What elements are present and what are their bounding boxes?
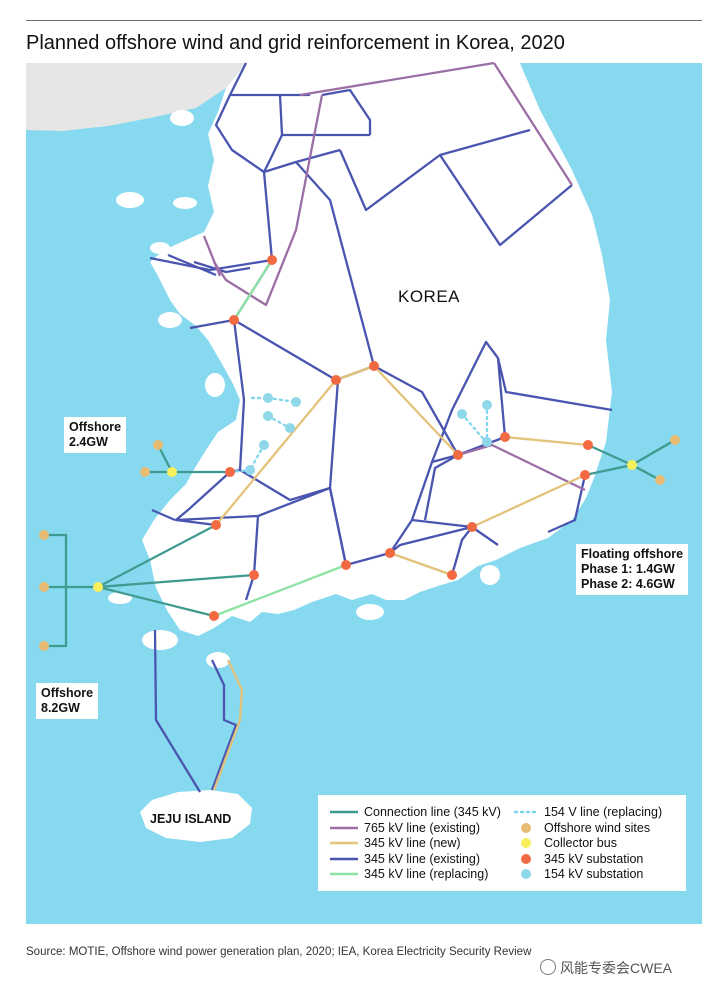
- island: [356, 604, 384, 620]
- legend-symbol-154kv-substation: [521, 869, 531, 879]
- legend-item-connection: Connection line (345 kV): [364, 805, 501, 819]
- legend-item-154kv-substation: 154 kV substation: [544, 867, 644, 881]
- legend-item-154kv-replacing: 154 V line (replacing): [544, 805, 663, 819]
- island: [142, 630, 178, 650]
- island: [205, 373, 225, 397]
- collector-buses: [93, 460, 637, 592]
- lines-connection: [44, 439, 676, 648]
- offshore-wind-sites: [39, 435, 680, 651]
- watermark: 风能专委会CWEA: [540, 958, 672, 978]
- island: [116, 192, 144, 208]
- island-label: JEJU ISLAND: [150, 812, 232, 826]
- island: [158, 312, 182, 328]
- top-rule: [26, 20, 702, 21]
- legend-symbol-345kv-substation: [521, 854, 531, 864]
- legend-item-345kv-substation: 345 kV substation: [544, 852, 644, 866]
- legend-item-345kv-replacing: 345 kV line (replacing): [364, 867, 489, 881]
- page-title: Planned offshore wind and grid reinforce…: [26, 32, 565, 54]
- jeju-island: [140, 790, 252, 842]
- offshore-west-line1: Offshore: [69, 420, 122, 434]
- wechat-icon: [540, 959, 556, 975]
- island: [173, 197, 197, 209]
- legend: Connection line (345 kV) 765 kV line (ex…: [318, 795, 686, 891]
- legend-symbol-collector-bus: [521, 838, 531, 848]
- floating-offshore-label: Floating offshore Phase 1: 1.4GW Phase 2…: [576, 544, 689, 595]
- legend-item-345kv-new: 345 kV line (new): [364, 836, 461, 850]
- island: [150, 242, 170, 254]
- island: [206, 652, 230, 668]
- watermark-text: 风能专委会CWEA: [560, 960, 672, 976]
- legend-item-765kv-existing: 765 kV line (existing): [364, 821, 481, 835]
- legend-symbol-offshore-sites: [521, 823, 531, 833]
- substations-154kv: [245, 393, 492, 475]
- legend-item-345kv-existing: 345 kV line (existing): [364, 852, 481, 866]
- island: [480, 565, 500, 585]
- floating-offshore-line2: Phase 1: 1.4GW: [581, 562, 675, 576]
- offshore-southwest-line1: Offshore: [41, 686, 94, 700]
- legend-symbols: [330, 810, 540, 879]
- mainland: [142, 63, 612, 636]
- legend-item-offshore-sites: Offshore wind sites: [544, 821, 651, 835]
- substations-345kv: [209, 255, 593, 621]
- offshore-southwest-line2: 8.2GW: [41, 701, 80, 715]
- offshore-west-line2: 2.4GW: [69, 435, 108, 449]
- island: [170, 110, 194, 126]
- offshore-southwest-label: Offshore 8.2GW: [36, 683, 99, 719]
- offshore-west-label: Offshore 2.4GW: [64, 417, 127, 453]
- floating-offshore-line3: Phase 2: 4.6GW: [581, 577, 675, 591]
- floating-offshore-line1: Floating offshore: [581, 547, 684, 561]
- country-label: KOREA: [398, 287, 461, 306]
- lines-765kv-existing: [202, 61, 586, 492]
- legend-item-collector-bus: Collector bus: [544, 836, 617, 850]
- lines-345kv-replacing: [213, 259, 347, 618]
- lines-345kv-new: [212, 364, 589, 791]
- north-land: [26, 63, 246, 131]
- source-note: Source: MOTIE, Offshore wind power gener…: [26, 946, 532, 958]
